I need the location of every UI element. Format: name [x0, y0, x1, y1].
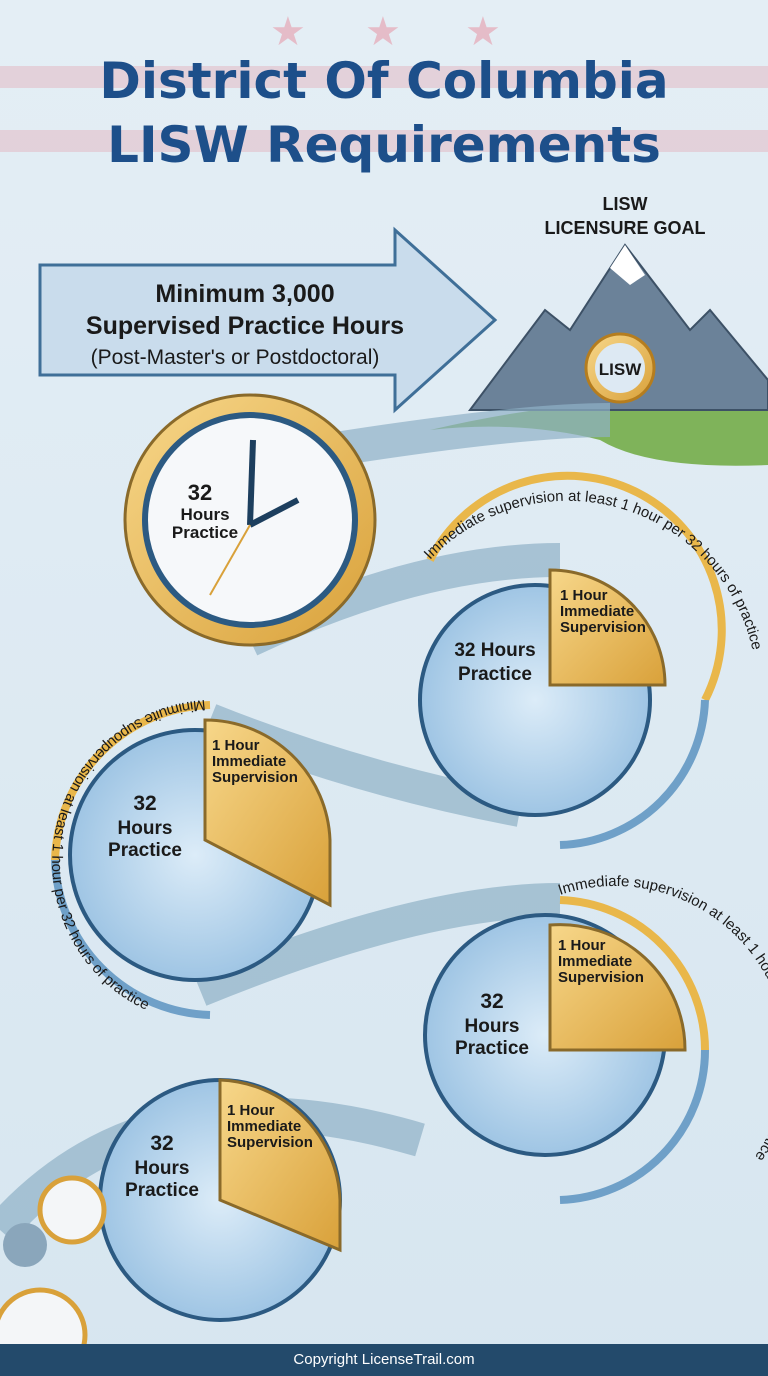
clock-icon: [37, 1175, 107, 1245]
svg-text:Supervision: Supervision: [558, 969, 644, 986]
svg-text:Immediate: Immediate: [227, 1118, 301, 1135]
footer-copyright: Copyright LicenseTrail.com: [0, 1344, 768, 1376]
svg-text:Practice: Practice: [455, 1038, 529, 1059]
title-line1: District Of Columbia: [99, 52, 668, 110]
pie-chart-2: 32 Hours Practice 1 Hour Immediate Super…: [68, 718, 332, 982]
pie-chart-1: 32 Hours Practice 1 Hour Immediate Super…: [418, 568, 667, 817]
svg-text:32: 32: [150, 1132, 173, 1155]
road: [0, 403, 611, 1242]
title-line2: LISW Requirements: [107, 116, 661, 174]
svg-text:Immediate: Immediate: [558, 953, 632, 970]
svg-text:Practice: Practice: [108, 840, 182, 861]
arrow-line1: Minimum 3,000: [155, 280, 334, 308]
svg-text:Supervision: Supervision: [212, 769, 298, 786]
svg-text:Immediate: Immediate: [212, 753, 286, 770]
star-icon: ★: [365, 10, 401, 54]
svg-text:Hours: Hours: [465, 1016, 520, 1037]
goal-line2: LICENSURE GOAL: [544, 218, 705, 238]
pie-chart-3: 32 Hours Practice 1 Hour Immediate Super…: [423, 913, 687, 1157]
svg-text:Practice: Practice: [125, 1180, 199, 1201]
badge-label: LISW: [599, 360, 642, 379]
svg-text:1 Hour: 1 Hour: [560, 587, 608, 604]
clock-icon: 32 Hours Practice: [123, 393, 377, 647]
svg-text:1 Hour: 1 Hour: [227, 1102, 275, 1119]
goal-line1: LISW: [603, 194, 648, 214]
clock-number: 32: [188, 480, 212, 505]
svg-text:Supervision: Supervision: [560, 619, 646, 636]
title-banner: ★ ★ ★ District Of Columbia LISW Requirem…: [0, 10, 768, 174]
arrow-line3: (Post-Master's or Postdoctoral): [91, 346, 380, 369]
svg-text:Hours: Hours: [135, 1158, 190, 1179]
hours-arrow: Minimum 3,000 Supervised Practice Hours …: [38, 226, 498, 414]
mountain-icon: [468, 243, 768, 411]
gear-icon: [3, 1223, 47, 1267]
clock-line1: Hours: [180, 505, 229, 524]
star-icon: ★: [465, 10, 501, 54]
licensure-goal: LISW LICENSURE GOAL LISW: [430, 194, 768, 466]
clock-line2: Practice: [172, 523, 238, 542]
svg-text:Hours: Hours: [118, 818, 173, 839]
svg-text:Immediate: Immediate: [560, 603, 634, 620]
arrow-line2: Supervised Practice Hours: [86, 312, 404, 340]
svg-text:1 Hour: 1 Hour: [558, 937, 606, 954]
pie-chart-4: 32 Hours Practice 1 Hour Immediate Super…: [98, 1078, 342, 1322]
svg-text:1 Hour: 1 Hour: [212, 737, 260, 754]
star-icon: ★: [270, 10, 306, 54]
svg-text:32: 32: [133, 792, 156, 815]
svg-text:Practice: Practice: [458, 664, 532, 685]
svg-text:Supervision: Supervision: [227, 1134, 313, 1151]
svg-text:32 Hours: 32 Hours: [454, 640, 535, 661]
svg-text:32: 32: [480, 990, 503, 1013]
